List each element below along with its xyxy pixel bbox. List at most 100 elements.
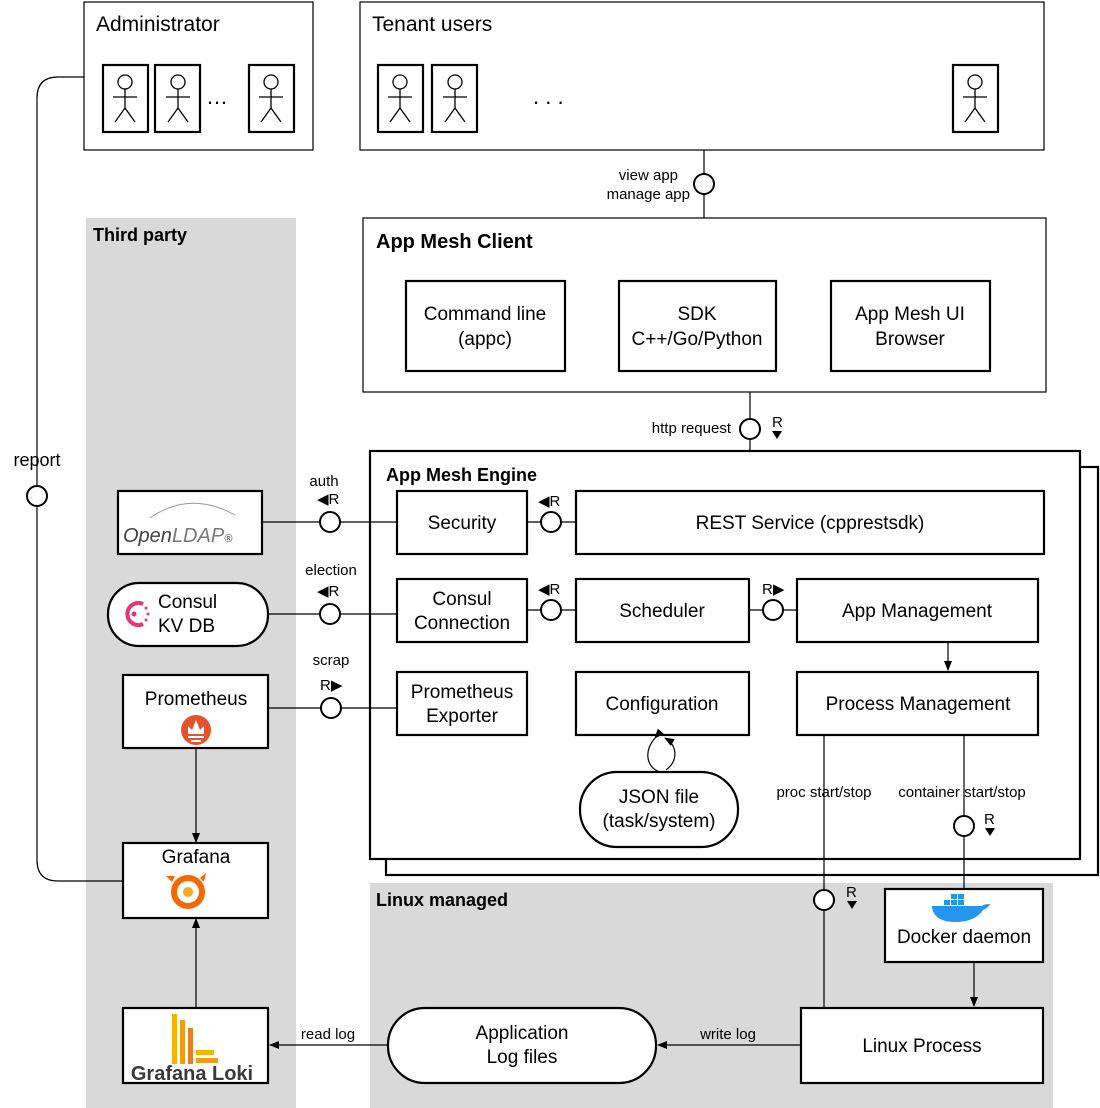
prometheus-exporter-sub: Exporter [426,706,498,727]
http-request-port [739,418,761,440]
proc-start-stop-label: proc start/stop [776,784,871,801]
application-log-label: Application [476,1023,569,1044]
process-management-label: Process Management [826,694,1012,715]
scrap-label: scrap [313,652,350,669]
third-party-label: Third party [93,225,187,245]
openldap-logo-arc [149,502,236,519]
scrap-r: R▶ [320,677,343,694]
scrap-port [320,697,342,719]
linux-managed-label: Linux managed [376,890,508,910]
container-start-stop-label: container start/stop [898,784,1026,801]
openldap-box [116,489,264,556]
election-r: ◀R [317,583,340,600]
view-app-port [693,173,715,195]
prometheus-icon [181,715,211,745]
consul-connection-box [395,577,529,644]
tenant-users-label: Tenant users [372,13,492,36]
administrator-label: Administrator [96,13,220,36]
security-label: Security [428,513,497,534]
scheduler-label: Scheduler [619,601,705,622]
prometheus-exporter-box [395,670,529,737]
openldap-logo: OpenLDAP® [123,525,233,547]
grafana-loki-label: Grafana Loki [131,1063,253,1085]
docker-daemon-label: Docker daemon [897,927,1031,948]
election-port [319,603,341,625]
http-request-r: R [772,414,783,431]
app-mesh-ui-label: App Mesh UI [855,304,965,325]
admin-user-icon [247,63,296,134]
container-arrow-down [985,828,995,836]
app-management-box [795,577,1040,644]
admin-user-icon [153,63,202,134]
write-log-label: write log [699,1026,756,1043]
app-management-r: R▶ [762,581,785,598]
rest-service-box [574,489,1046,556]
security-box [395,489,529,556]
admin-ellipsis: … [206,84,228,109]
grafana-label: Grafana [162,847,231,868]
auth-r: ◀R [317,491,340,508]
auth-port [319,511,341,533]
app-mesh-client-title: App Mesh Client [376,231,533,253]
container-port [953,815,975,837]
prometheus-label: Prometheus [145,689,247,710]
linux-process-box [799,1006,1045,1085]
consul-label: Consul [158,592,217,613]
security-r: ◀R [538,493,561,510]
sdk-box [617,279,778,373]
read-log-label: read log [301,1026,355,1043]
configuration-box [574,670,751,737]
third-party-region [86,218,296,1108]
proc-port-r: R [846,884,857,901]
linux-process-label: Linux Process [862,1036,981,1057]
app-mesh-ui-box [829,279,992,373]
app-management-label: App Management [842,601,993,622]
application-log-files-box [386,1006,658,1085]
election-label: election [305,562,357,579]
manage-app-label: manage app [607,186,690,203]
tenant-user-icon [951,63,1000,134]
consul-connection-port [540,599,562,621]
tenant-user-icon [376,63,425,134]
http-request-arrow-down [772,431,782,439]
tenant-ellipsis: . . . [533,84,564,109]
docker-daemon-box [883,887,1045,964]
consul-connection-sub: Connection [414,613,510,634]
command-line-box [404,279,567,373]
consul-kv-label: KV DB [158,616,215,637]
app-management-port [762,599,784,621]
docker-whale-icon [932,894,990,922]
container-port-r: R [984,811,995,828]
security-port [540,511,562,533]
scheduler-box [574,577,751,644]
tenant-user-icon [430,63,479,134]
grafana-loki-icon [172,1014,218,1064]
consul-icon [125,601,150,627]
report-label: report [13,450,60,470]
application-log-sub: Log files [487,1047,558,1068]
grafana-icon [166,873,206,909]
proc-arrow-down [847,901,857,909]
consul-kv-db-box [106,581,270,648]
report-port [26,485,48,507]
prometheus-exporter-label: Prometheus [411,682,513,703]
http-request-label: http request [652,420,732,437]
admin-user-icon [101,63,150,134]
command-line-label: Command line [424,304,547,325]
grafana-loki-box [121,1006,270,1085]
auth-label: auth [309,473,338,490]
app-mesh-engine-title: App Mesh Engine [386,465,537,485]
sdk-label: SDK [677,304,716,325]
app-mesh-ui-sub: Browser [875,329,945,350]
consul-connection-r: ◀R [538,581,561,598]
configuration-label: Configuration [605,694,718,715]
sdk-languages: C++/Go/Python [632,329,763,350]
rest-service-label: REST Service (cpprestsdk) [696,513,925,534]
json-file-sub: (task/system) [603,811,716,832]
view-app-label: view app [619,167,678,184]
json-file-label: JSON file [619,787,699,808]
json-file-box [578,770,740,849]
process-management-box [795,670,1040,737]
command-line-sub: (appc) [458,329,512,350]
proc-port [813,889,835,911]
